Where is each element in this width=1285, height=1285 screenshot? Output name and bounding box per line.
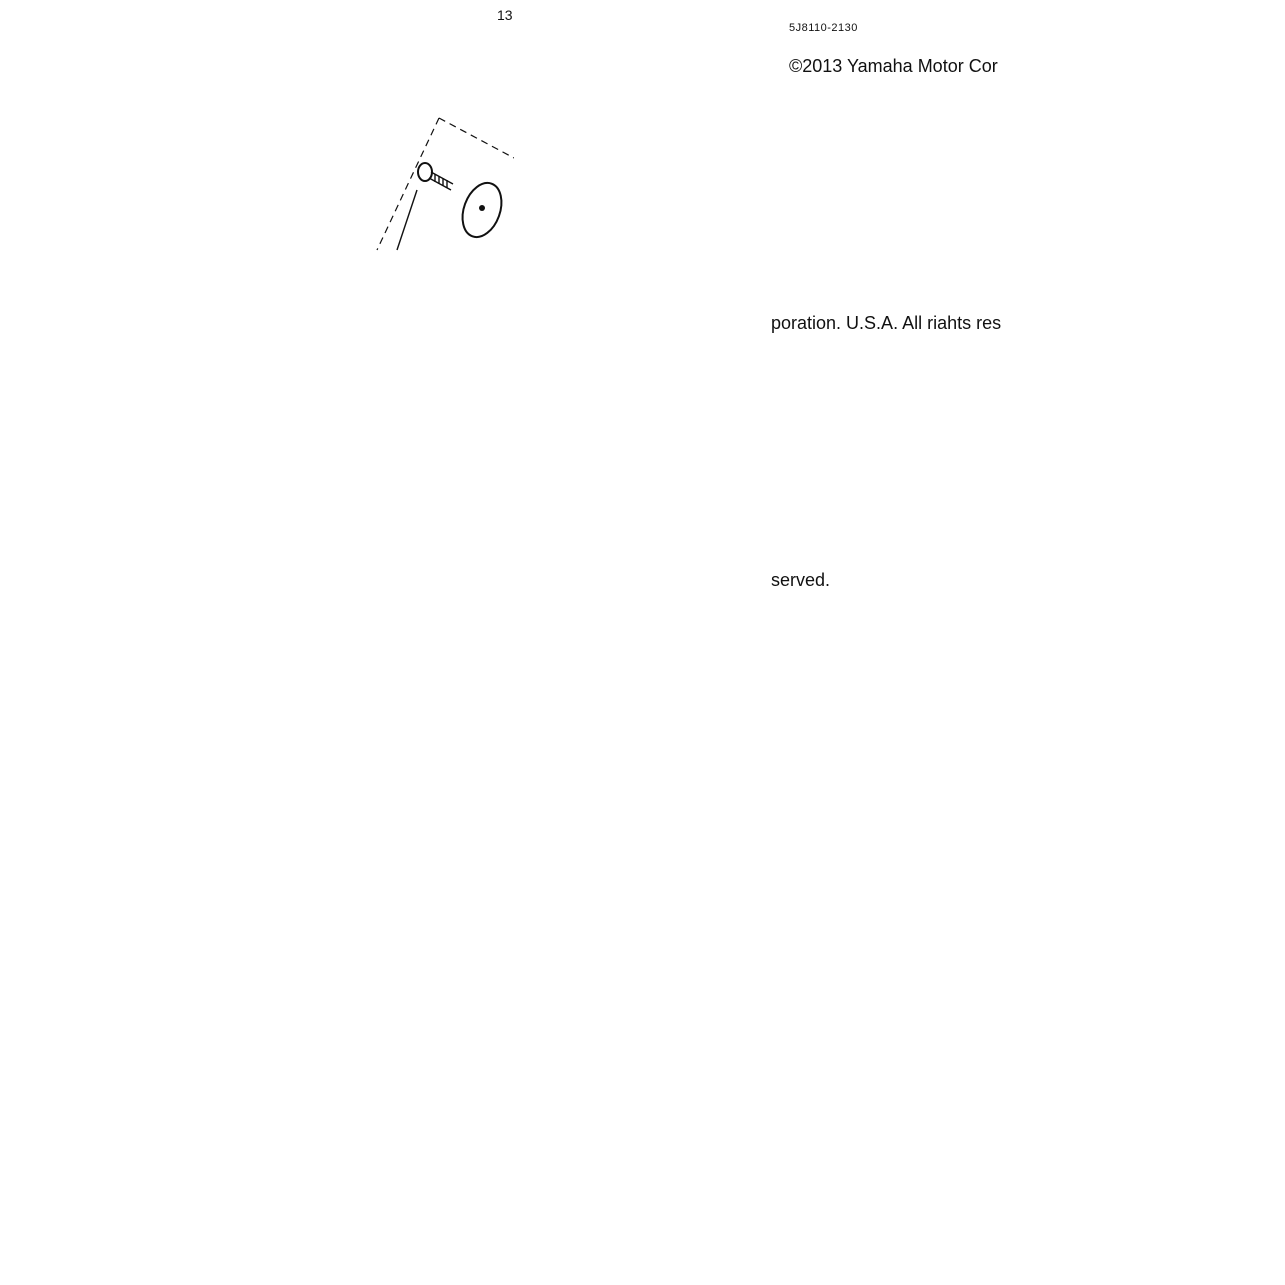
diagram-tile-drum-body [257, 257, 514, 514]
diagram-tile-circlip [514, 514, 771, 694]
diagram-tile-shift-drum [514, 0, 771, 257]
copyright-tile-3: served. [771, 514, 1028, 771]
copyright-line-3: served. [771, 570, 831, 590]
washer-part [461, 181, 503, 239]
diagram-tile-shift-shaft [0, 0, 257, 257]
copyright-line-1: ©2013 Yamaha Motor Cor [789, 56, 998, 76]
diagram-tile-stopper: 13 [257, 0, 514, 257]
diagram-code: 5J8110-2130 [789, 22, 858, 34]
copyright-line-2: poration. U.S.A. All riahts res [771, 313, 1002, 333]
dashed-group-outline [376, 117, 514, 251]
callout-13-top: 13 [497, 7, 513, 23]
diagram-tile-bolt [257, 514, 514, 771]
copyright-tile-2: poration. U.S.A. All riahts res [771, 257, 1028, 514]
leader-line [396, 189, 418, 251]
callout-number: 13 [497, 7, 513, 23]
diagram-tile-shift-fork [0, 257, 257, 514]
bolt-part [417, 162, 454, 191]
copyright-tile-1: 5J8110-2130 ©2013 Yamaha Motor Cor [771, 0, 1028, 257]
